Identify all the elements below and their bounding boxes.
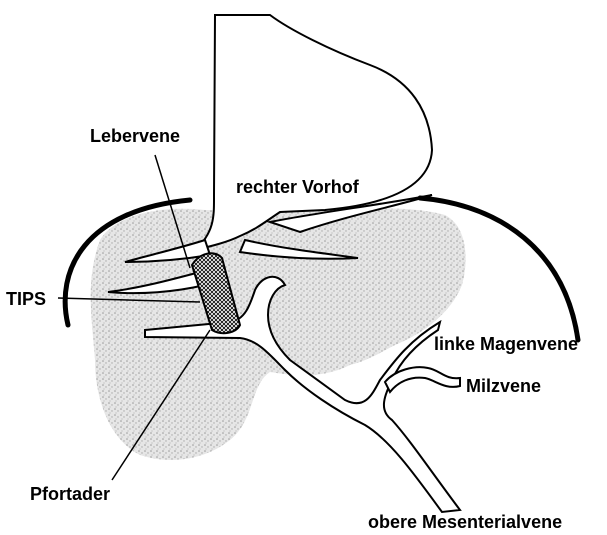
label-tips: TIPS (6, 289, 46, 309)
label-milzvene: Milzvene (466, 376, 541, 396)
label-linke-magenvene: linke Magenvene (434, 334, 578, 354)
label-lebervene: Lebervene (90, 126, 180, 146)
label-pfortader: Pfortader (30, 484, 110, 504)
label-obere-mesenterialvene: obere Mesenterialvene (368, 512, 562, 532)
label-rechter-vorhof: rechter Vorhof (236, 177, 360, 197)
